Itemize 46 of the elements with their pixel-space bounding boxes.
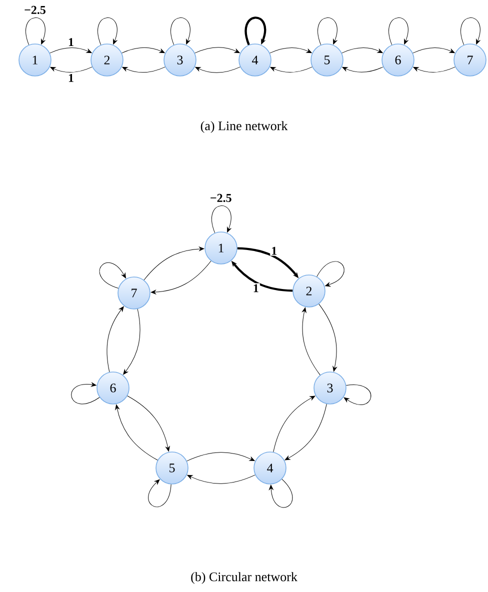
curved-arrow (144, 246, 204, 280)
curved-arrow (195, 66, 240, 73)
curved-arrow (342, 66, 384, 72)
self-loop-arrow (268, 478, 293, 508)
self-loop-arrow (318, 17, 338, 46)
edge-label: 1 (67, 37, 75, 48)
subfigure-caption: (b) Circular network (191, 572, 298, 584)
curved-arrow (318, 304, 337, 372)
curved-arrow (150, 260, 212, 294)
curved-arrow (122, 47, 165, 54)
curved-arrow (412, 47, 455, 54)
self-loop-arrow (26, 17, 46, 46)
curved-arrow (302, 307, 320, 376)
edge-label: 1 (252, 283, 260, 294)
self-loop-arrow (388, 17, 408, 46)
curved-arrow (270, 47, 312, 54)
self-loop-arrow (316, 261, 344, 287)
curved-arrow (413, 66, 456, 73)
self-loop-arrow (99, 262, 126, 288)
self-loop-arrow (244, 16, 266, 46)
self-loop-arrow (148, 479, 172, 508)
self-loop-arrow (98, 17, 118, 46)
curved-arrow (187, 474, 256, 484)
self-loop-arrow (211, 205, 232, 234)
edge-label: 1 (67, 72, 75, 83)
self-loop-arrow (460, 17, 480, 46)
self-loop-arrow (344, 384, 372, 405)
curved-arrow (194, 47, 240, 54)
self-loop-arrow (170, 17, 190, 46)
curved-arrow (123, 308, 140, 375)
curved-arrow (186, 452, 255, 462)
curved-arrow (284, 404, 327, 460)
edge-label: 1 (270, 246, 278, 256)
edge-label: −2.5 (23, 4, 47, 16)
curved-arrow (106, 306, 124, 372)
edge-label: −2.5 (208, 192, 233, 204)
curved-arrow (127, 396, 170, 452)
self-loop-arrow (71, 382, 100, 404)
curved-arrow (122, 66, 166, 73)
curved-arrow (270, 66, 312, 73)
subfigure-caption: (a) Line network (200, 121, 288, 133)
curved-arrow (50, 66, 92, 73)
curved-arrow (50, 47, 92, 54)
curved-arrow (342, 48, 383, 54)
curved-arrow (115, 404, 158, 460)
curved-arrow (273, 396, 316, 452)
